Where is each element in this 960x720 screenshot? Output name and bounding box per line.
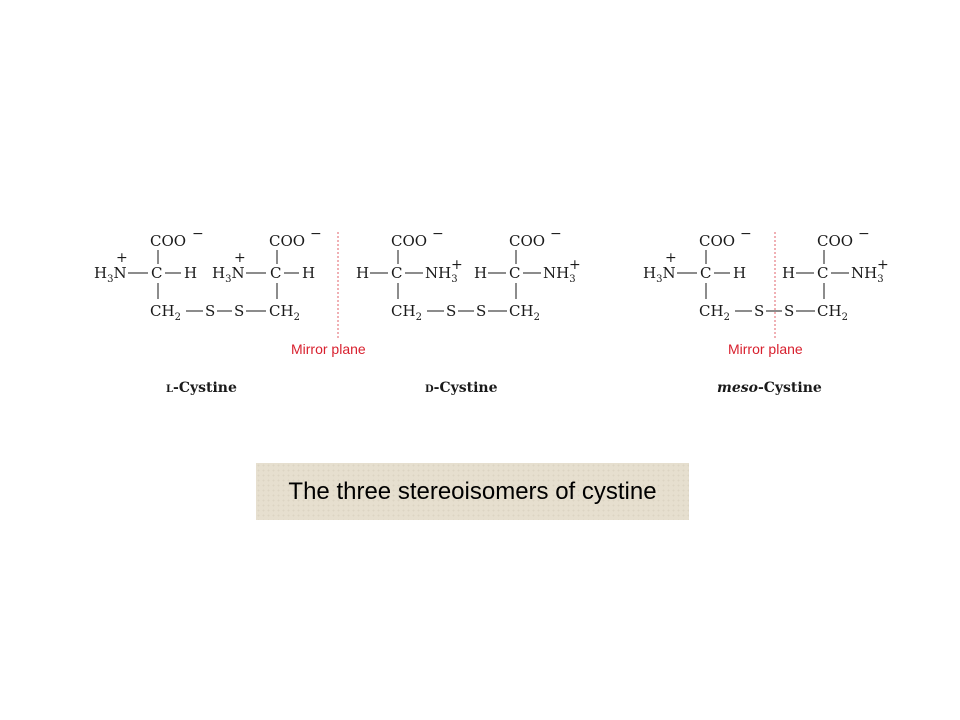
meso-cystine-structure: COO − H3N + C H CH2 S S COO − H C NH3 + bbox=[643, 226, 889, 323]
carboxylate-group: COO bbox=[269, 232, 305, 250]
hydrogen-atom: H bbox=[474, 264, 487, 282]
isomer-label-meso: meso-Cystine bbox=[717, 380, 822, 396]
positive-charge: + bbox=[665, 250, 677, 266]
negative-charge: − bbox=[858, 226, 870, 242]
alpha-carbon: C bbox=[817, 264, 828, 282]
positive-charge: + bbox=[116, 250, 128, 266]
ammonium-group: NH3 bbox=[851, 264, 884, 285]
hydrogen-atom: H bbox=[302, 264, 315, 282]
mirror-plane-label: Mirror plane bbox=[728, 341, 803, 357]
alpha-carbon: C bbox=[700, 264, 711, 282]
caption-box: The three stereoisomers of cystine bbox=[256, 463, 689, 520]
d-cystine-right-residue: COO − H C NH3 + CH2 bbox=[474, 226, 581, 323]
negative-charge: − bbox=[550, 226, 562, 242]
sulfur-atom: S bbox=[476, 302, 486, 320]
methylene-group: CH2 bbox=[150, 302, 181, 323]
isomer-label-d: D-Cystine bbox=[425, 380, 498, 396]
ammonium-group: NH3 bbox=[425, 264, 458, 285]
positive-charge: + bbox=[451, 257, 463, 273]
negative-charge: − bbox=[740, 226, 752, 242]
negative-charge: − bbox=[192, 226, 204, 242]
methylene-group: CH2 bbox=[269, 302, 300, 323]
positive-charge: + bbox=[877, 257, 889, 273]
positive-charge: + bbox=[569, 257, 581, 273]
negative-charge: − bbox=[310, 226, 322, 242]
sulfur-atom: S bbox=[754, 302, 764, 320]
ammonium-group: H3N bbox=[212, 264, 245, 285]
hydrogen-atom: H bbox=[782, 264, 795, 282]
sulfur-atom: S bbox=[205, 302, 215, 320]
isomer-label-l: L-Cystine bbox=[166, 380, 237, 396]
hydrogen-atom: H bbox=[733, 264, 746, 282]
carboxylate-group: COO bbox=[699, 232, 735, 250]
alpha-carbon: C bbox=[509, 264, 520, 282]
sulfur-atom: S bbox=[234, 302, 244, 320]
meso-cystine-left-residue: COO − H3N + C H CH2 bbox=[643, 226, 752, 323]
meso-cystine-right-residue: COO − H C NH3 + CH2 bbox=[782, 226, 889, 323]
negative-charge: − bbox=[432, 226, 444, 242]
ammonium-group: H3N bbox=[643, 264, 676, 285]
ammonium-group: H3N bbox=[94, 264, 127, 285]
carboxylate-group: COO bbox=[817, 232, 853, 250]
methylene-group: CH2 bbox=[699, 302, 730, 323]
d-cystine-structure: COO − H C NH3 + CH2 S S COO − H C NH3 + bbox=[356, 226, 581, 323]
methylene-group: CH2 bbox=[509, 302, 540, 323]
methylene-group: CH2 bbox=[391, 302, 422, 323]
hydrogen-atom: H bbox=[184, 264, 197, 282]
carboxylate-group: COO bbox=[509, 232, 545, 250]
mirror-plane-label: Mirror plane bbox=[291, 341, 366, 357]
methylene-group: CH2 bbox=[817, 302, 848, 323]
l-cystine-structure: COO − H3N + C H CH2 S S COO − H3N + C H bbox=[94, 226, 322, 323]
hydrogen-atom: H bbox=[356, 264, 369, 282]
l-cystine-left-residue: COO − H3N + C H CH2 bbox=[94, 226, 204, 323]
caption-text: The three stereoisomers of cystine bbox=[288, 477, 657, 505]
carboxylate-group: COO bbox=[391, 232, 427, 250]
carboxylate-group: COO bbox=[150, 232, 186, 250]
positive-charge: + bbox=[234, 250, 246, 266]
sulfur-atom: S bbox=[446, 302, 456, 320]
d-cystine-left-residue: COO − H C NH3 + CH2 bbox=[356, 226, 463, 323]
ammonium-group: NH3 bbox=[543, 264, 576, 285]
l-cystine-right-residue: COO − H3N + C H CH2 bbox=[212, 226, 322, 323]
alpha-carbon: C bbox=[151, 264, 162, 282]
alpha-carbon: C bbox=[270, 264, 281, 282]
alpha-carbon: C bbox=[391, 264, 402, 282]
sulfur-atom: S bbox=[784, 302, 794, 320]
